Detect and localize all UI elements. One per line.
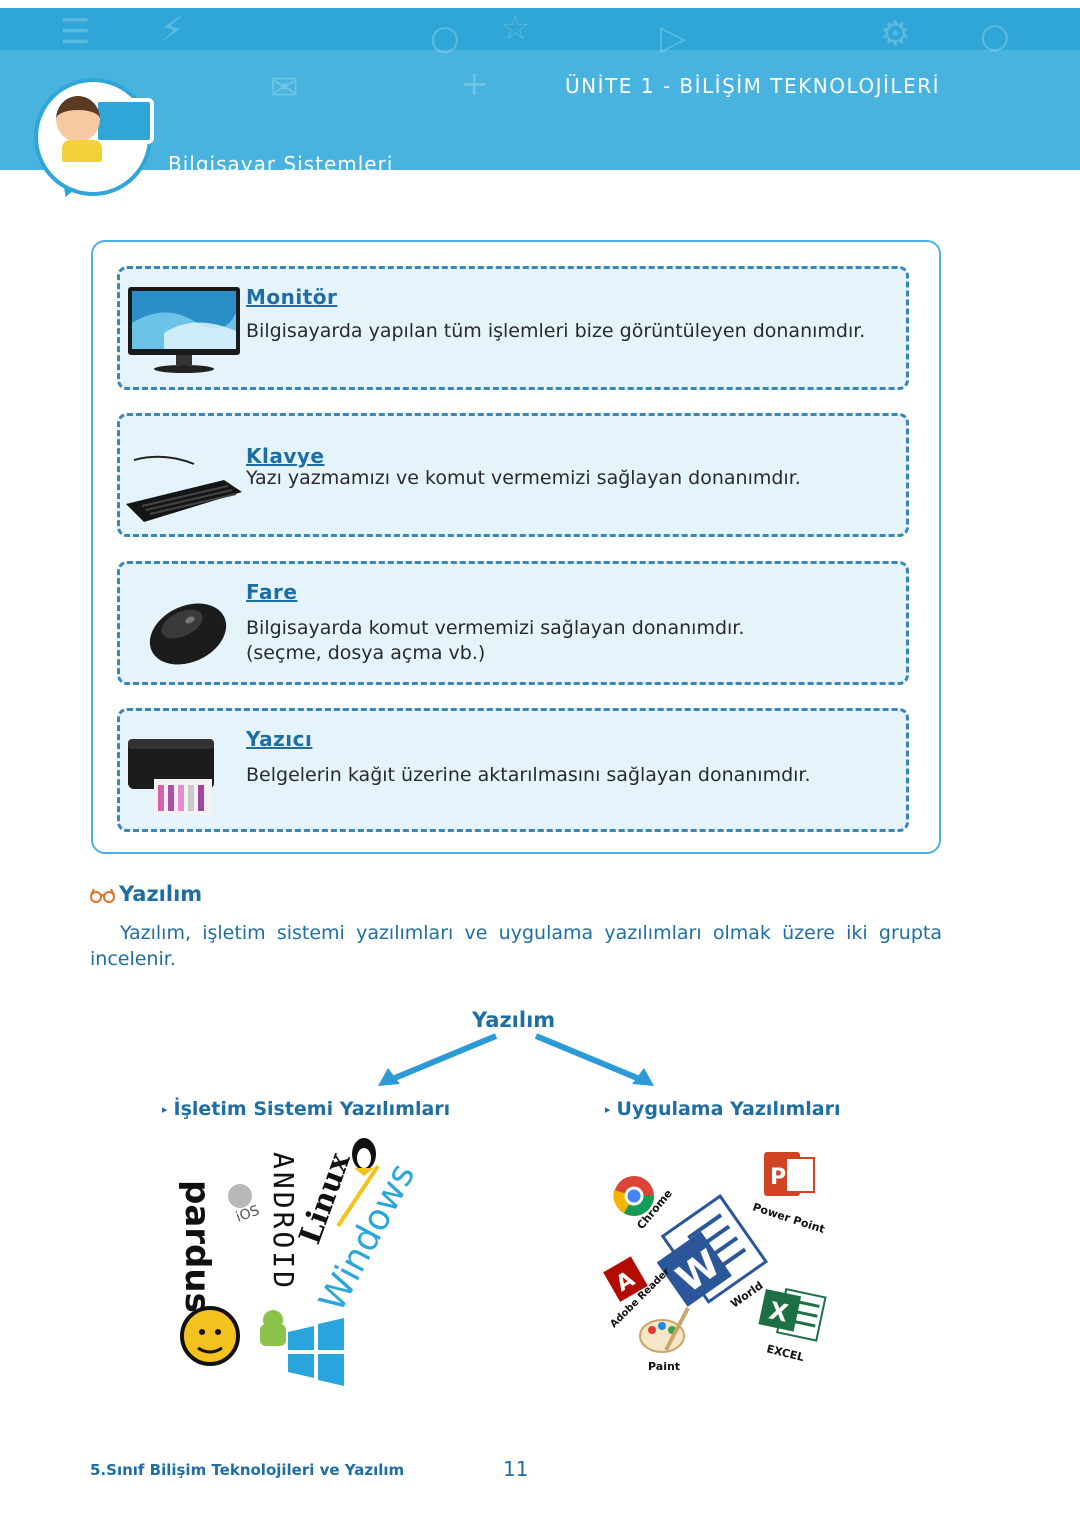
app-branch-label: ▸ Uygulama Yazılımları xyxy=(605,1098,841,1120)
mascot-body xyxy=(62,140,102,162)
svg-text:P: P xyxy=(770,1165,786,1190)
hardware-desc-line: (seçme, dosya açma vb.) xyxy=(246,642,486,664)
tree-root: Yazılım xyxy=(472,1008,556,1032)
header-band xyxy=(0,8,1080,50)
svg-text:Power Point: Power Point xyxy=(751,1200,826,1236)
excel-logo: X EXCEL xyxy=(758,1288,827,1364)
hardware-desc: Belgelerin kağıt üzerine aktarılmasını s… xyxy=(246,763,811,788)
svg-text:pardus: pardus xyxy=(177,1180,217,1313)
circle-deco-icon: ○ xyxy=(430,18,460,58)
hardware-title: Klavye xyxy=(246,444,325,468)
hardware-card-mouse: Fare Bilgisayarda komut vermemizi sağlay… xyxy=(117,561,909,685)
hardware-card-monitor: Monitör Bilgisayarda yapılan tüm işlemle… xyxy=(117,266,909,390)
hardware-desc: Bilgisayarda komut vermemizi sağlayan do… xyxy=(246,616,744,666)
gear-deco-icon: ⚙ xyxy=(880,14,911,54)
mouse-icon xyxy=(149,603,227,665)
os-branch-label: ▸ İşletim Sistemi Yazılımları xyxy=(162,1098,450,1120)
android-logo: ANDROID xyxy=(260,1152,300,1346)
mail-deco-icon: ✉ xyxy=(270,68,299,108)
software-heading-text: Yazılım xyxy=(119,882,203,906)
hardware-title: Fare xyxy=(246,580,298,604)
hardware-desc-line: Bilgisayarda yapılan tüm işlemleri bize … xyxy=(246,320,866,342)
page-number: 11 xyxy=(503,1457,529,1481)
footer-book-title: 5.Sınıf Bilişim Teknolojileri ve Yazılım xyxy=(90,1461,405,1479)
app-branch-text: Uygulama Yazılımları xyxy=(616,1098,841,1120)
powerpoint-logo: P Power Point xyxy=(751,1152,826,1236)
menu-deco-icon: ☰ xyxy=(60,12,91,52)
hardware-card-keyboard: Klavye Yazı yazmamızı ve komut vermemizi… xyxy=(117,413,909,537)
computer-stand xyxy=(116,144,130,162)
os-branch-text: İşletim Sistemi Yazılımları xyxy=(173,1098,451,1120)
hardware-card-printer: Yazıcı Belgelerin kağıt üzerine aktarılm… xyxy=(117,708,909,832)
monitor-icon xyxy=(128,287,240,373)
section-title: Bilgisayar Sistemleri xyxy=(168,152,394,170)
os-logo-collage: pardus iOS ANDROID Linux Windows xyxy=(177,1138,423,1386)
hardware-title: Monitör xyxy=(246,285,338,309)
hardware-desc-line: Belgelerin kağıt üzerine aktarılmasını s… xyxy=(246,764,811,786)
ios-logo: iOS xyxy=(228,1184,262,1226)
star-deco-icon: ☆ xyxy=(500,8,531,48)
hardware-desc: Yazı yazmamızı ve komut vermemizi sağlay… xyxy=(246,466,801,491)
svg-text:iOS: iOS xyxy=(234,1203,262,1226)
branch-arrows xyxy=(378,1033,654,1086)
svg-text:Paint: Paint xyxy=(648,1360,680,1373)
printer-icon xyxy=(128,739,214,815)
software-heading: Yazılım xyxy=(90,882,202,906)
hardware-desc: Bilgisayarda yapılan tüm işlemleri bize … xyxy=(246,319,865,344)
lightning-deco-icon: ⚡ xyxy=(160,10,184,50)
plus-deco-icon: + xyxy=(460,64,489,104)
hardware-desc-line: Yazı yazmamızı ve komut vermemizi sağlay… xyxy=(246,467,801,489)
top-strip xyxy=(0,0,1080,8)
pardus-logo: pardus xyxy=(177,1180,240,1366)
circle-deco-icon: ○ xyxy=(980,16,1010,56)
svg-text:ANDROID: ANDROID xyxy=(267,1152,300,1291)
unit-title: ÜNİTE 1 - BİLİŞİM TEKNOLOJİLERİ xyxy=(565,74,940,98)
triangle-icon: ▸ xyxy=(162,1103,168,1116)
computer-icon xyxy=(94,98,154,144)
software-paragraph: Yazılım, işletim sistemi yazılımları ve … xyxy=(90,922,942,970)
triangle-icon: ▸ xyxy=(605,1103,611,1116)
app-logo-collage: Chrome P Power Point W World A Adobe Rea… xyxy=(603,1152,827,1373)
glasses-icon xyxy=(90,888,115,903)
svg-text:EXCEL: EXCEL xyxy=(765,1342,805,1364)
play-deco-icon: ▷ xyxy=(660,18,687,58)
word-logo: W World xyxy=(656,1194,769,1310)
chrome-logo: Chrome xyxy=(613,1176,675,1232)
keyboard-icon xyxy=(126,455,242,522)
hardware-title: Yazıcı xyxy=(246,727,313,751)
hardware-desc-line: Bilgisayarda komut vermemizi sağlayan do… xyxy=(246,617,745,639)
mascot-head xyxy=(56,96,100,142)
paint-logo: Paint xyxy=(639,1307,690,1373)
page-header: ☰ ⚡ ☆ ○ ▷ ⚙ ○ + ✉ ÜNİTE 1 - BİLİŞİM TEKN… xyxy=(0,8,1080,170)
